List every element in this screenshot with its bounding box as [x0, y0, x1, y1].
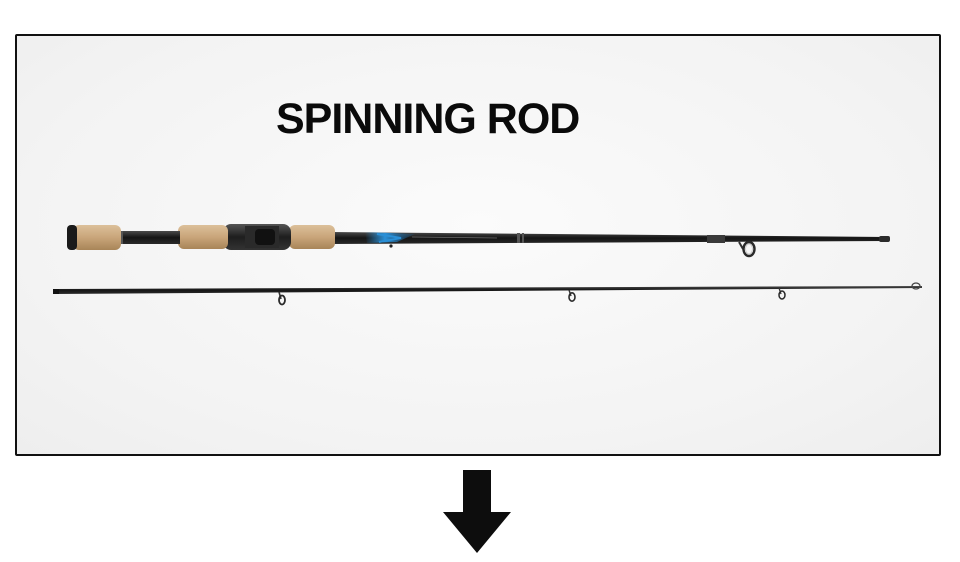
spinning-rod-butt-section: [67, 224, 890, 258]
down-arrow-icon: [443, 470, 511, 553]
rod-photo-illustration: [53, 224, 922, 306]
product-title: SPINNING ROD: [276, 95, 580, 143]
spinning-rod-tip-section: [53, 282, 922, 306]
product-photo-frame: SPINNING ROD: [15, 34, 941, 456]
